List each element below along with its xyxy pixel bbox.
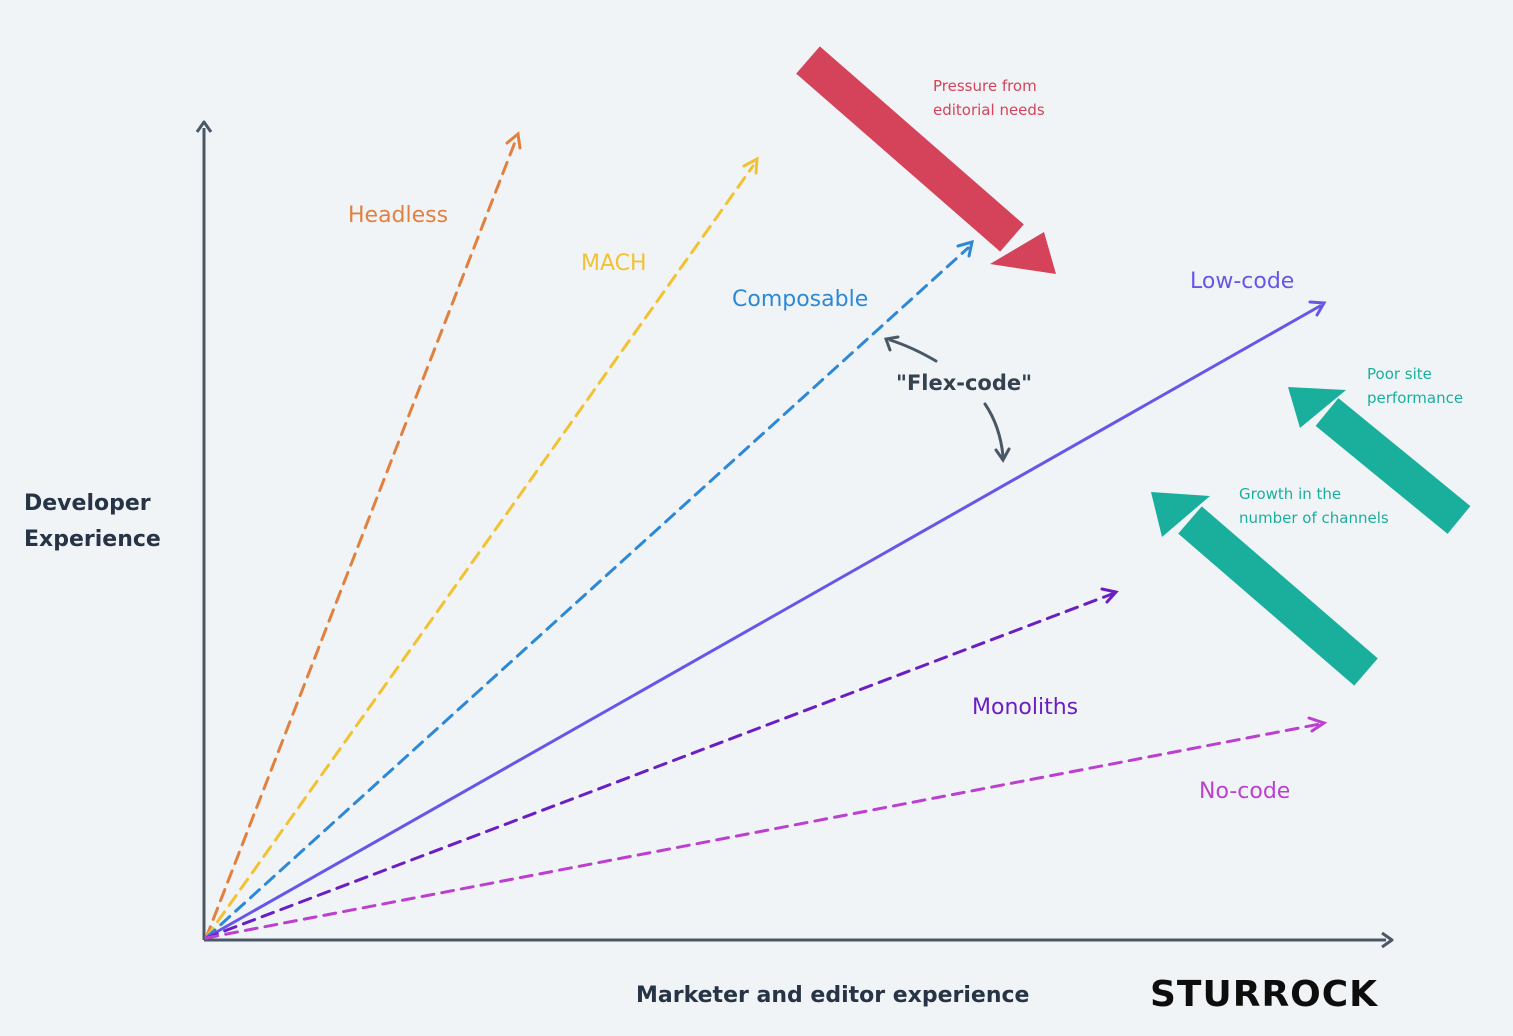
growth-channels-note: Growth in the number of channels: [1239, 485, 1389, 527]
pressure-note-line1: Pressure from: [933, 77, 1037, 95]
axes: [195, 120, 1394, 949]
monoliths-arrowhead: [1100, 587, 1119, 604]
category-lines: [204, 131, 1328, 940]
pressure-arrow-head: [990, 232, 1056, 274]
label-monoliths: Monoliths: [972, 695, 1078, 720]
growth-channels-arrow-head: [1151, 492, 1210, 537]
growth-channels-arrow-shaft: [1178, 506, 1378, 686]
mach-arrowhead: [742, 156, 759, 175]
headless-line: [204, 140, 517, 940]
x-axis-arrowhead: [1381, 931, 1394, 949]
y-axis-title: Developer Experience: [24, 491, 161, 552]
poor-performance-note: Poor site performance: [1367, 365, 1463, 407]
mach-line: [204, 164, 755, 940]
flex-code-pointer-up: [888, 338, 938, 363]
pressure-arrow-shaft: [796, 46, 1024, 252]
label-no-code: No-code: [1199, 779, 1290, 804]
poor-note-line2: performance: [1367, 389, 1463, 407]
poor-performance-arrow: [1288, 387, 1471, 534]
no-code-arrowhead: [1307, 716, 1328, 733]
label-flex-code: "Flex-code": [896, 371, 1032, 395]
flex-code-pointer-down: [983, 402, 1005, 458]
low-code-line: [204, 304, 1322, 940]
headless-arrowhead: [505, 131, 522, 150]
no-code-line: [204, 722, 1322, 940]
brand-logo: STURROCK: [1150, 974, 1378, 1015]
flex-code-pointer-up-head: [883, 335, 900, 352]
poor-performance-arrow-head: [1288, 387, 1346, 428]
monoliths-line: [204, 592, 1114, 940]
growth-note-line2: number of channels: [1239, 509, 1389, 527]
label-headless: Headless: [348, 203, 448, 228]
category-labels: Headless MACH Composable Low-code Monoli…: [348, 203, 1294, 804]
label-low-code: Low-code: [1190, 269, 1294, 294]
y-axis-title-line1: Developer: [24, 491, 151, 516]
flex-code-pointers: [883, 335, 1011, 463]
label-mach: MACH: [581, 251, 647, 276]
composable-arrowhead: [956, 239, 974, 258]
poor-note-line1: Poor site: [1367, 365, 1432, 383]
poor-performance-arrow-shaft: [1315, 398, 1471, 534]
pressure-note-line2: editorial needs: [933, 101, 1045, 119]
pressure-note: Pressure from editorial needs: [933, 77, 1045, 119]
growth-note-line1: Growth in the: [1239, 485, 1341, 503]
label-composable: Composable: [732, 287, 868, 312]
low-code-arrowhead: [1308, 300, 1327, 317]
pressure-arrow: [796, 46, 1056, 274]
y-axis-arrowhead: [195, 120, 213, 133]
y-axis-title-line2: Experience: [24, 527, 161, 552]
composable-line: [204, 246, 970, 940]
flex-code-pointer-down-head: [994, 447, 1011, 463]
growth-channels-arrow: [1151, 492, 1378, 686]
x-axis-title: Marketer and editor experience: [636, 983, 1029, 1008]
